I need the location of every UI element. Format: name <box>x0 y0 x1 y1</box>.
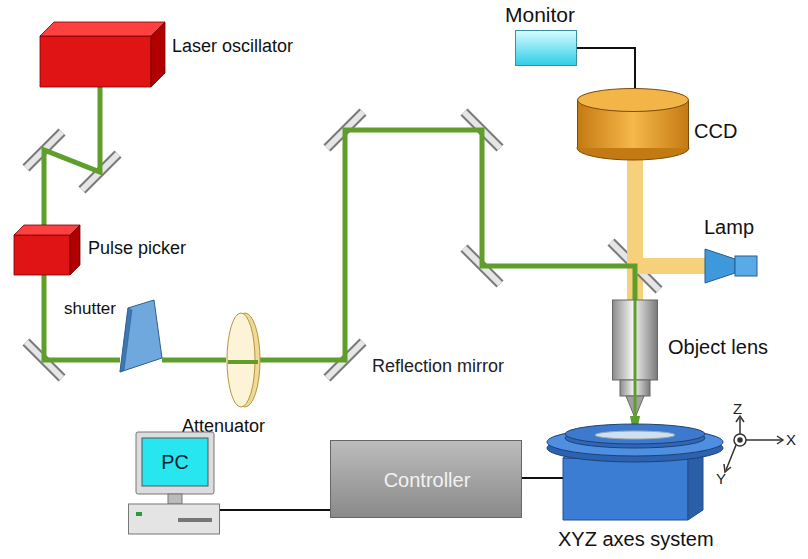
node-label: Monitor <box>505 3 575 27</box>
pc-computer: PC <box>128 432 220 536</box>
shutter-symbol-shape <box>120 300 162 372</box>
pc-computer-shape <box>128 432 220 536</box>
attenuator-disk: Attenuator <box>226 312 260 408</box>
pulse-picker-box: Pulse picker <box>14 225 80 275</box>
signal-cable <box>522 477 563 479</box>
objective-lens: Object lens <box>612 300 658 418</box>
axes-symbol <box>724 416 783 472</box>
reflection-mirrors <box>26 112 659 378</box>
node-label: Laser oscillator <box>172 36 293 57</box>
objective-lens-shape <box>612 300 658 418</box>
laser-beam <box>162 358 226 363</box>
node-label: shutter <box>64 299 116 319</box>
signal-cable <box>577 48 635 88</box>
axis-label: X <box>786 431 796 448</box>
xyz-stage: XYZ axes system <box>563 418 703 520</box>
ccd-camera-shape <box>577 88 689 160</box>
axis-label: Z <box>733 400 742 417</box>
node-label: Controller <box>331 441 523 519</box>
node-label: Pulse picker <box>88 238 186 259</box>
lamp-symbol: Lamp <box>705 247 757 285</box>
laser-beam <box>260 130 635 360</box>
node-label: Lamp <box>704 216 754 239</box>
shutter-symbol: shutter <box>120 300 162 372</box>
controller-box: Controller <box>330 440 522 518</box>
attenuator-disk-shape <box>226 312 260 408</box>
laser-beam <box>44 275 120 360</box>
pulse-picker-box-shape <box>14 225 80 275</box>
ccd-camera: CCD <box>577 88 689 160</box>
axis-label: Y <box>716 470 726 487</box>
node-label: PC <box>142 438 208 486</box>
laser-box-shape <box>40 22 165 87</box>
monitor-box-shape <box>515 30 577 66</box>
node-label: CCD <box>694 120 737 143</box>
monitor-box: Monitor <box>515 30 577 66</box>
node-label: XYZ axes system <box>558 528 714 551</box>
node-label: Object lens <box>668 336 768 359</box>
light-path <box>635 160 705 266</box>
laser-beam <box>44 87 100 225</box>
xyz-stage-shape <box>563 418 703 520</box>
lamp-symbol-shape <box>705 247 757 285</box>
laser-box: Laser oscillator <box>40 22 165 87</box>
mirror-label: Reflection mirror <box>372 356 504 377</box>
signal-cable <box>220 509 330 511</box>
